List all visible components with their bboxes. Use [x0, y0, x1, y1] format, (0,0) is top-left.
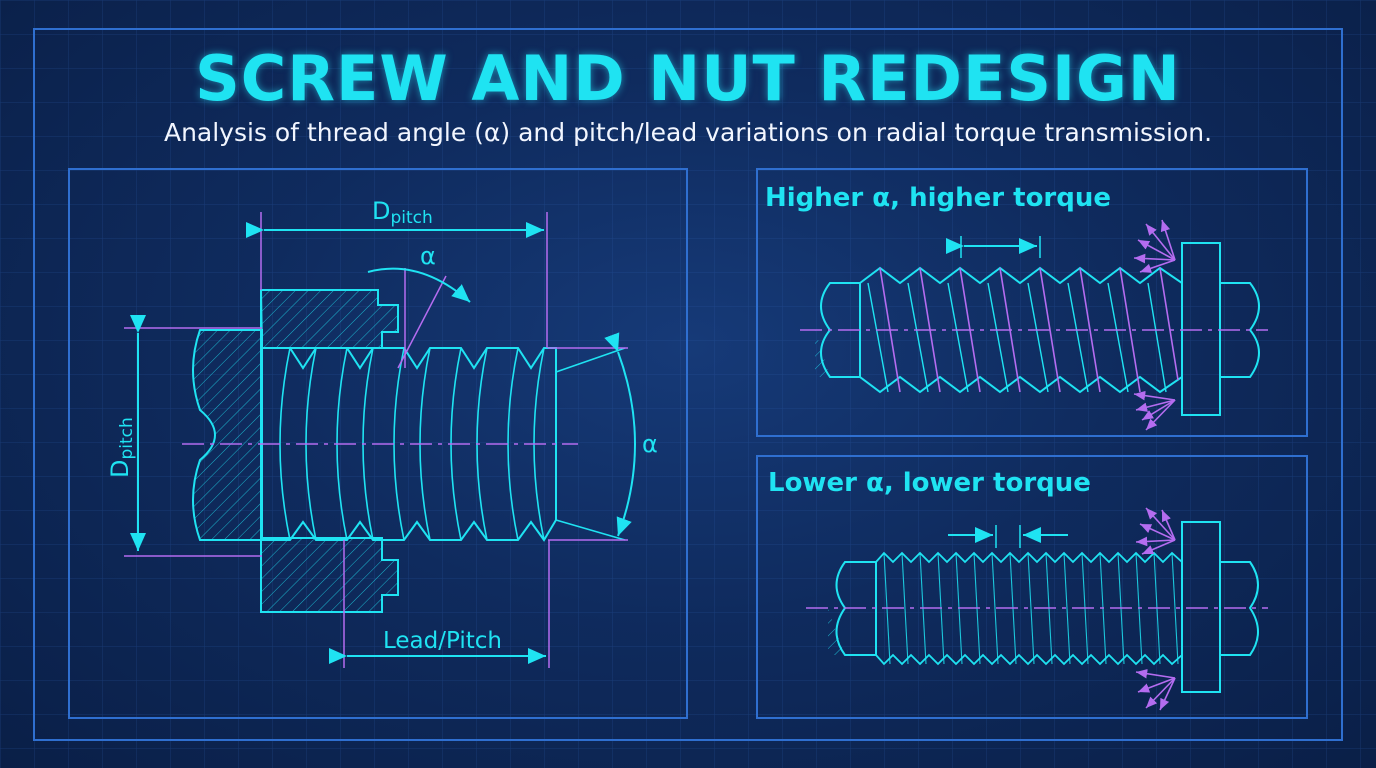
page-title: SCREW AND NUT REDESIGN	[195, 42, 1181, 115]
alpha-right-label: α	[642, 430, 658, 458]
higher-alpha-caption: Higher α, higher torque	[765, 183, 1111, 213]
dpitch-top-label: Dpitch	[372, 197, 433, 228]
left-panel: Dpitch Dpitch α α	[68, 168, 688, 719]
lead-pitch-label: Lead/Pitch	[383, 628, 502, 654]
dpitch-top-dimension	[246, 212, 548, 348]
right-bottom-frame	[756, 455, 1308, 719]
alpha-top-indicator	[367, 267, 471, 369]
right-bottom-panel: Lower α, lower torque	[756, 455, 1308, 719]
alpha-top-label: α	[420, 242, 436, 270]
force-arrows-bottom	[1135, 507, 1176, 711]
right-top-panel: Higher α, higher torque	[756, 168, 1308, 437]
left-panel-frame	[68, 168, 688, 719]
dpitch-side-dimension	[124, 315, 262, 557]
right-top-frame	[756, 168, 1308, 437]
alpha-right-indicator	[548, 332, 636, 541]
lower-alpha-caption: Lower α, lower torque	[768, 468, 1091, 498]
dpitch-side-label: Dpitch	[106, 417, 137, 478]
nut-section	[192, 289, 399, 613]
lead-pitch-dimension	[329, 540, 550, 668]
page-subtitle: Analysis of thread angle (α) and pitch/l…	[163, 118, 1213, 147]
force-arrows-top	[1133, 219, 1176, 431]
outer-frame	[33, 28, 1343, 741]
